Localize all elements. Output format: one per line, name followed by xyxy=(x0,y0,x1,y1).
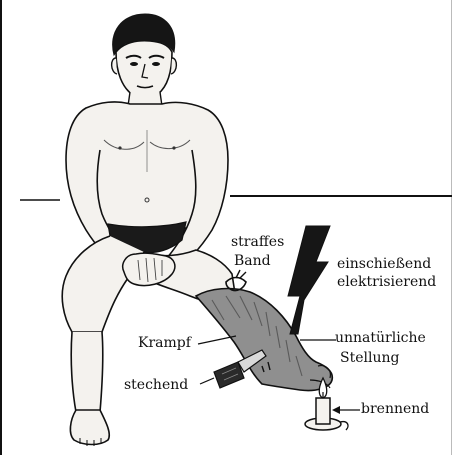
label-band: Band xyxy=(234,253,271,269)
label-stechend: stechend xyxy=(124,377,188,393)
left-shin xyxy=(71,332,103,412)
label-straffes: straffes xyxy=(231,234,284,250)
label-krampf: Krampf xyxy=(138,335,191,351)
lightning-bolt-icon xyxy=(288,226,330,334)
label-brennend: brennend xyxy=(361,401,429,417)
left-eye xyxy=(130,62,138,66)
brennend-arrowhead xyxy=(332,406,340,414)
right-nipple xyxy=(172,146,175,149)
label-unnatuerliche: unnatürliche xyxy=(335,330,426,346)
label-stellung: Stellung xyxy=(340,350,399,366)
label-elektrisierend: elektrisierend xyxy=(337,274,436,290)
left-foot xyxy=(70,410,109,445)
krampf-leader xyxy=(198,336,236,344)
left-thigh xyxy=(62,236,144,332)
stechend-leader xyxy=(200,378,214,384)
label-einschiessend: einschießend xyxy=(337,256,431,272)
right-eye xyxy=(152,62,160,66)
left-nipple xyxy=(118,146,121,149)
